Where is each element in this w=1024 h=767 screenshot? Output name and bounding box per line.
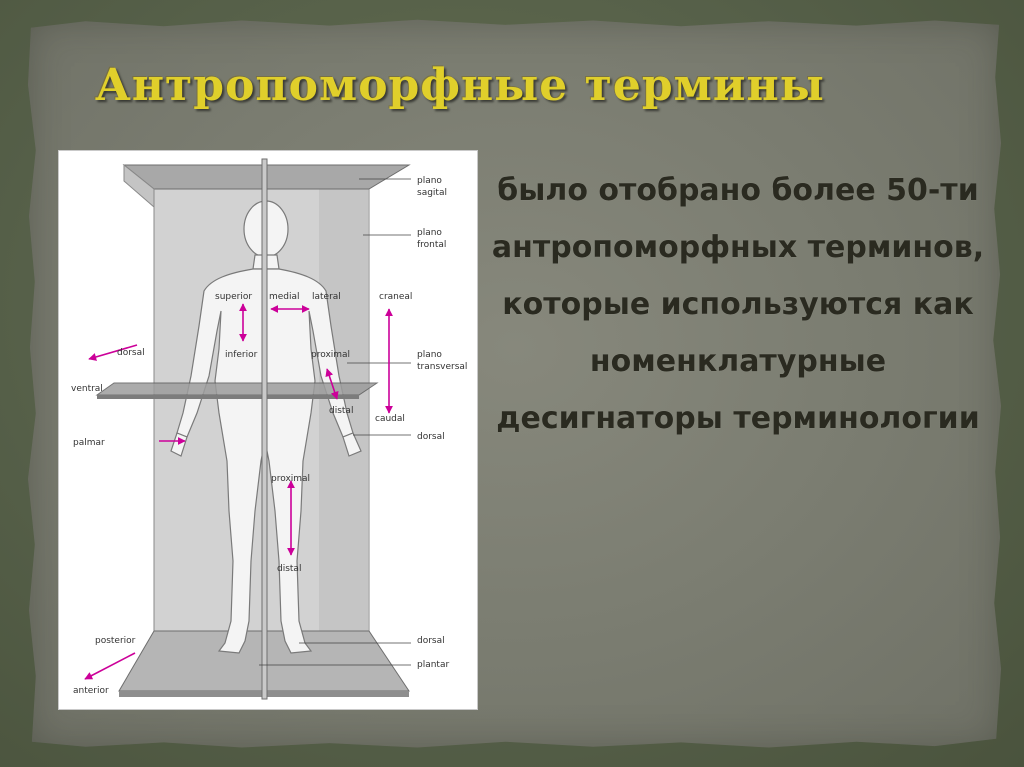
anatomical-planes-figure: plano sagital plano frontal superior med…	[58, 150, 478, 710]
sagittal-plane	[262, 159, 267, 699]
label-inferior: inferior	[225, 350, 258, 360]
label-dorsal-hand: dorsal	[417, 432, 445, 442]
label-plano-frontal: plano	[417, 228, 442, 238]
label-distal-leg: distal	[277, 564, 301, 574]
label-plano-sagital: plano	[417, 176, 442, 186]
label-dorsal-top: dorsal	[117, 348, 145, 358]
label-proximal-leg: proximal	[271, 474, 310, 484]
label-anterior: anterior	[73, 686, 109, 696]
label-plantar: plantar	[417, 660, 449, 670]
label-plano-transversal: plano	[417, 350, 442, 360]
label-plano-sagital-2: sagital	[417, 188, 447, 198]
label-distal-arm: distal	[329, 406, 353, 416]
label-lateral: lateral	[312, 292, 341, 302]
body-text: было отобрано более 50-ти антропоморфных…	[488, 162, 988, 447]
label-posterior: posterior	[95, 636, 136, 646]
slide-title: Антропоморфные термины	[95, 60, 975, 111]
label-dorsal-foot: dorsal	[417, 636, 445, 646]
label-palmar: palmar	[73, 438, 105, 448]
label-plano-transversal-2: transversal	[417, 362, 467, 372]
label-superior: superior	[215, 292, 252, 302]
label-ventral: ventral	[71, 384, 103, 394]
label-medial: medial	[269, 292, 300, 302]
label-caudal: caudal	[375, 414, 405, 424]
anatomy-diagram: plano sagital plano frontal superior med…	[59, 151, 477, 709]
label-craneal: craneal	[379, 292, 412, 302]
label-proximal-arm: proximal	[311, 350, 350, 360]
label-plano-frontal-2: frontal	[417, 240, 446, 250]
